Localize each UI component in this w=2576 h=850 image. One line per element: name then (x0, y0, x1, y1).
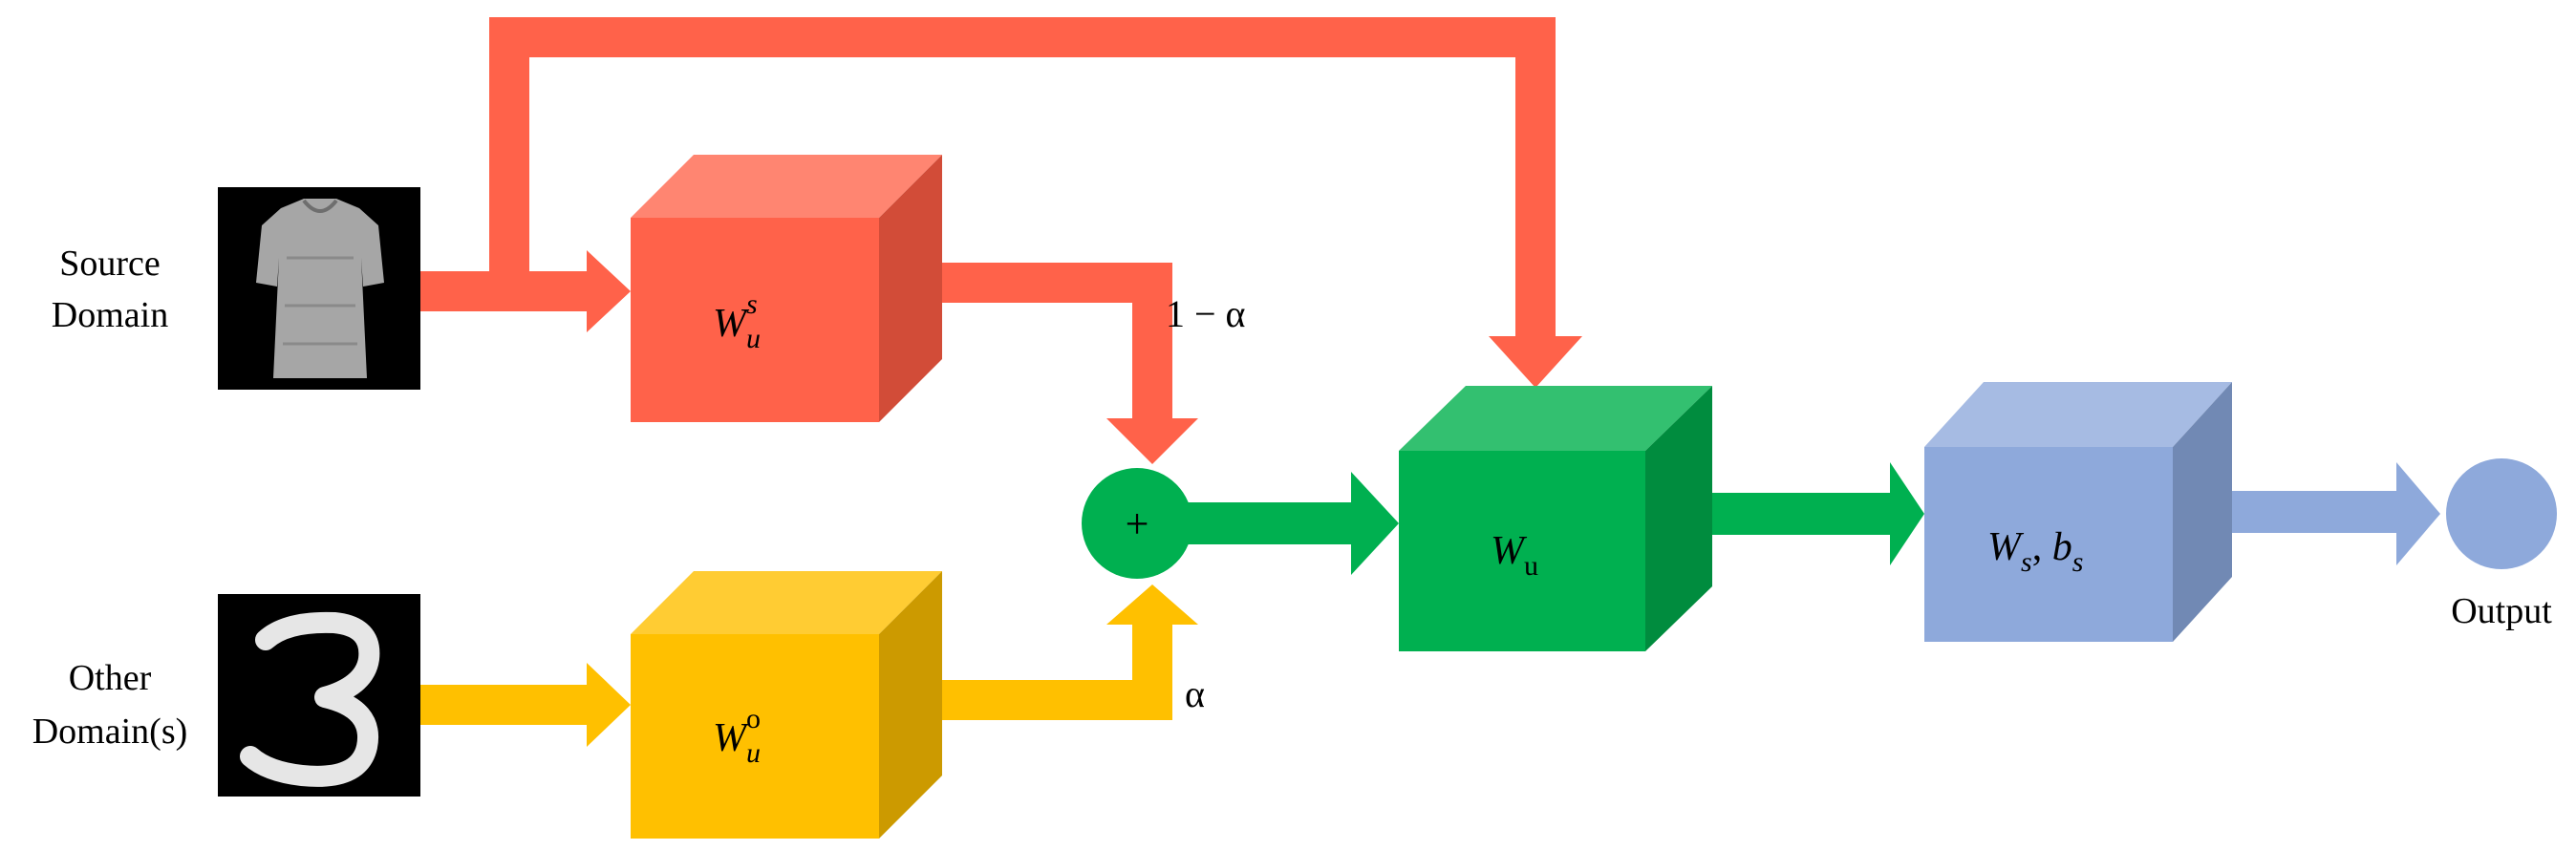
other-domain-label-line2: Domain(s) (32, 712, 188, 752)
arrow-to-other-cube (587, 663, 631, 747)
arrow-to-shared-cube (1489, 336, 1582, 388)
arrow-to-adder-from-source (1106, 418, 1198, 464)
final-flow-arrow (2230, 462, 2440, 565)
arrow-to-source-cube (587, 250, 631, 332)
output-label: Output (2451, 591, 2552, 631)
source-domain-label-line2: Domain (52, 295, 168, 335)
source-weight-cube: Wus (631, 155, 942, 422)
source-weight-label: Wus (713, 288, 761, 354)
other-domain-image (218, 594, 420, 797)
other-coefficient-label: α (1185, 672, 1205, 715)
other-flow-arrows (420, 584, 1198, 747)
shared-weight-cube: Wu (1399, 386, 1712, 651)
shared-flow-arrows (1181, 462, 1924, 575)
source-flow-arrows (420, 17, 1582, 464)
arrow-to-shared-cube-from-adder (1351, 472, 1399, 575)
softmax-weight-label: Ws, bs (1987, 525, 2083, 578)
softmax-weight-cube: Ws, bs (1924, 382, 2232, 642)
shared-weight-label: Wu (1491, 529, 1538, 582)
source-domain-image (218, 187, 420, 390)
other-weight-label: Wuo (713, 703, 761, 769)
source-domain-label-line1: Source (59, 244, 161, 284)
arrow-to-final-cube (1890, 462, 1924, 565)
other-weight-cube: Wuo (631, 571, 942, 839)
other-domain-label-line1: Other (69, 658, 152, 698)
arrow-to-adder-from-other (1106, 584, 1198, 625)
output-node (2446, 458, 2557, 569)
adder-plus-sign: + (1126, 500, 1149, 547)
adder-node: + (1082, 468, 1192, 579)
arrow-to-output (2396, 462, 2440, 565)
source-coefficient-label: 1 − α (1166, 292, 1246, 335)
